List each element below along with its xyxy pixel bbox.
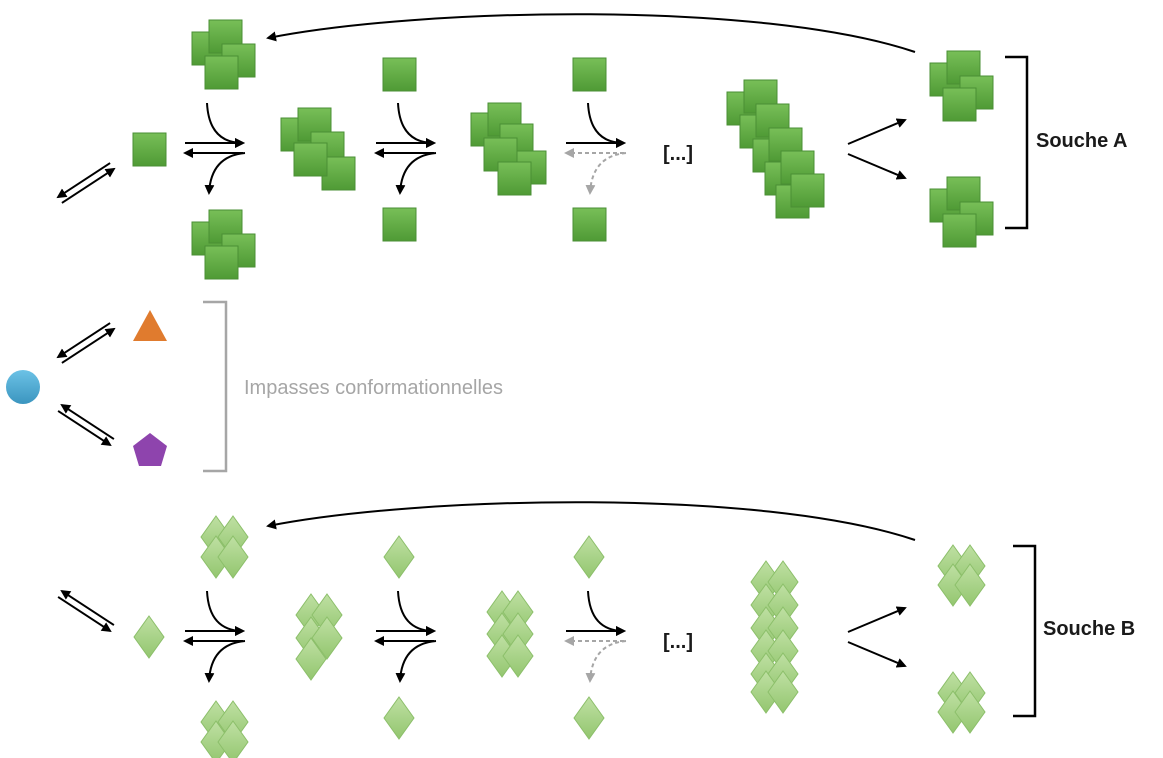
square-monomer-icon	[790, 173, 825, 208]
arrow	[61, 167, 116, 204]
diamond-monomer-icon	[383, 696, 415, 740]
addition-arrow	[587, 590, 626, 636]
release-arrow	[204, 152, 246, 195]
diamond-monomer-icon	[383, 535, 415, 579]
square-monomer-icon	[293, 142, 328, 177]
square-monomer-icon	[572, 57, 607, 92]
shapes-layer	[132, 19, 994, 758]
bracket-strain-b	[1013, 544, 1037, 718]
arrow	[847, 641, 907, 668]
square-monomer-icon	[942, 213, 977, 248]
diamond-monomer-icon	[954, 563, 986, 607]
diamond-monomer-icon	[311, 616, 343, 660]
addition-arrow	[397, 590, 436, 636]
arrow	[56, 162, 111, 199]
arrow	[60, 403, 115, 440]
diamond-monomer-icon	[502, 634, 534, 678]
strain-a-label: Souche A	[1036, 130, 1128, 152]
addition-arrow	[206, 102, 245, 148]
arrow	[61, 327, 116, 364]
strain-b-label: Souche B	[1043, 618, 1135, 640]
diamond-monomer-icon	[767, 670, 799, 714]
release-arrow	[204, 640, 246, 683]
circle-monomer-icon	[6, 370, 40, 404]
arrow	[56, 322, 111, 359]
ellipsis-b: [...]	[663, 631, 693, 653]
diamond-monomer-icon	[217, 535, 249, 579]
release-arrow	[585, 640, 627, 683]
arrow	[847, 606, 907, 633]
arrow	[847, 153, 907, 180]
square-monomer-icon	[942, 87, 977, 122]
addition-arrow	[587, 102, 626, 148]
diamond-monomer-icon	[573, 535, 605, 579]
release-arrow	[395, 640, 437, 683]
ellipsis-a: [...]	[663, 143, 693, 165]
return-arrow-b	[266, 501, 916, 541]
dead-ends-label: Impasses conformationnelles	[244, 377, 503, 399]
bracket-dead-ends	[203, 300, 228, 473]
arrows-layer	[56, 13, 916, 683]
bracket-strain-a	[1005, 55, 1029, 230]
triangle-monomer-icon	[133, 310, 167, 341]
addition-arrow	[206, 590, 245, 636]
square-monomer-icon	[204, 55, 239, 90]
diamond-monomer-icon	[573, 696, 605, 740]
square-monomer-icon	[204, 245, 239, 280]
return-arrow-a	[266, 13, 916, 53]
release-arrow	[395, 152, 437, 195]
diamond-monomer-icon	[954, 690, 986, 734]
release-arrow	[585, 152, 627, 195]
diamond-monomer-icon	[295, 637, 327, 681]
square-monomer-icon	[497, 161, 532, 196]
square-monomer-icon	[132, 132, 167, 167]
arrow	[57, 596, 112, 633]
arrow	[847, 118, 907, 145]
arrow	[60, 589, 115, 626]
diamond-monomer-icon	[133, 615, 165, 659]
arrow	[57, 410, 112, 447]
square-monomer-icon	[382, 207, 417, 242]
square-monomer-icon	[382, 57, 417, 92]
diamond-monomer-icon	[217, 720, 249, 758]
pentagon-monomer-icon	[133, 433, 167, 466]
addition-arrow	[397, 102, 436, 148]
square-monomer-icon	[572, 207, 607, 242]
